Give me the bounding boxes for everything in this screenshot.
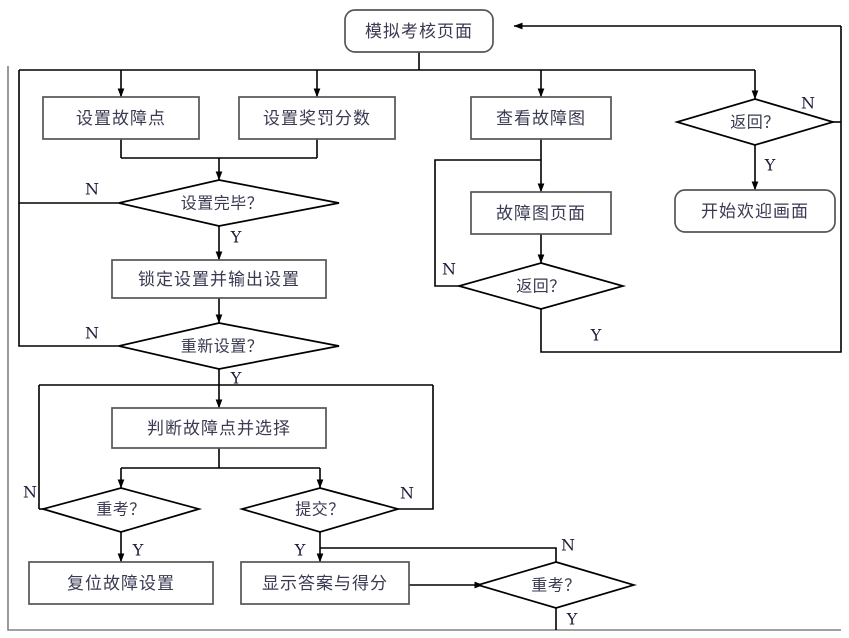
outer-frame-left: [7, 66, 841, 631]
node-start-label: 模拟考核页面: [365, 22, 473, 42]
branch-label-return-top-y: Y: [764, 156, 776, 175]
node-view-fault-diagram[interactable]: 查看故障图: [470, 96, 612, 140]
node-submit-label: 提交？: [295, 500, 345, 519]
node-start[interactable]: 模拟考核页面: [344, 9, 494, 53]
node-return-top[interactable]: 返回？: [673, 98, 837, 146]
node-lock-and-output-label: 锁定设置并输出设置: [138, 270, 300, 290]
branch-label-setup-done-n: N: [85, 180, 99, 199]
node-setup-done[interactable]: 设置完毕？: [118, 179, 340, 227]
node-set-fault-point[interactable]: 设置故障点: [42, 96, 200, 140]
node-set-reward-score[interactable]: 设置奖罚分数: [238, 96, 396, 140]
node-return-top-label: 返回？: [730, 113, 780, 132]
node-set-fault-point-label: 设置故障点: [76, 109, 166, 129]
node-submit[interactable]: 提交？: [238, 487, 402, 533]
node-judge-and-select-label: 判断故障点并选择: [147, 419, 291, 439]
branch-label-return-mid-n: N: [442, 260, 456, 279]
node-fault-diagram-page[interactable]: 故障图页面: [470, 191, 612, 235]
branch-label-retest-left-n: N: [23, 483, 37, 502]
node-retest-bottom-label: 重考？: [531, 576, 581, 595]
node-view-fault-diagram-label: 查看故障图: [496, 109, 586, 129]
edge-return-mid-y: [540, 26, 842, 353]
node-setup-done-label: 设置完毕？: [181, 194, 264, 213]
node-fault-diagram-page-label: 故障图页面: [496, 204, 586, 224]
branch-label-retest-left-y: Y: [132, 541, 144, 560]
node-return-mid-label: 返回？: [516, 277, 566, 296]
branch-label-setup-done-y: Y: [230, 228, 242, 247]
node-retest-left-label: 重考？: [96, 500, 146, 519]
node-reset-setup-label: 重新设置？: [181, 337, 264, 356]
node-reset-fault-setup-label: 复位故障设置: [67, 574, 175, 594]
node-retest-bottom[interactable]: 重考？: [474, 561, 638, 609]
node-reset-fault-setup[interactable]: 复位故障设置: [28, 561, 214, 605]
node-retest-left[interactable]: 重考？: [39, 487, 203, 533]
branch-label-return-mid-y: Y: [590, 326, 602, 345]
branch-label-return-top-n: N: [801, 94, 815, 113]
edge-reset-setup-n-loop: [18, 203, 119, 347]
edge-retest-bottom-n: [320, 547, 557, 562]
node-set-reward-score-label: 设置奖罚分数: [263, 109, 371, 129]
node-welcome-screen-label: 开始欢迎画面: [701, 202, 809, 222]
node-show-answer-score-label: 显示答案与得分: [262, 574, 388, 594]
branch-label-submit-n: N: [400, 484, 414, 503]
branch-label-submit-y: Y: [294, 541, 306, 560]
branch-label-retest-bottom-n: N: [561, 536, 575, 555]
branch-label-retest-bottom-y: Y: [566, 610, 578, 629]
edge-return-mid-n-loop: [434, 159, 541, 287]
node-return-mid[interactable]: 返回？: [455, 262, 627, 310]
branch-label-reset-setup-y: Y: [230, 369, 242, 388]
branch-label-reset-setup-n: N: [85, 324, 99, 343]
node-judge-and-select[interactable]: 判断故障点并选择: [111, 407, 327, 449]
node-reset-setup[interactable]: 重新设置？: [118, 322, 340, 370]
node-lock-and-output[interactable]: 锁定设置并输出设置: [111, 259, 327, 299]
node-show-answer-score[interactable]: 显示答案与得分: [240, 561, 410, 605]
edge-lower-frame-rail: [38, 384, 433, 509]
node-welcome-screen[interactable]: 开始欢迎画面: [674, 189, 836, 233]
edge-submit-n: [398, 385, 434, 510]
